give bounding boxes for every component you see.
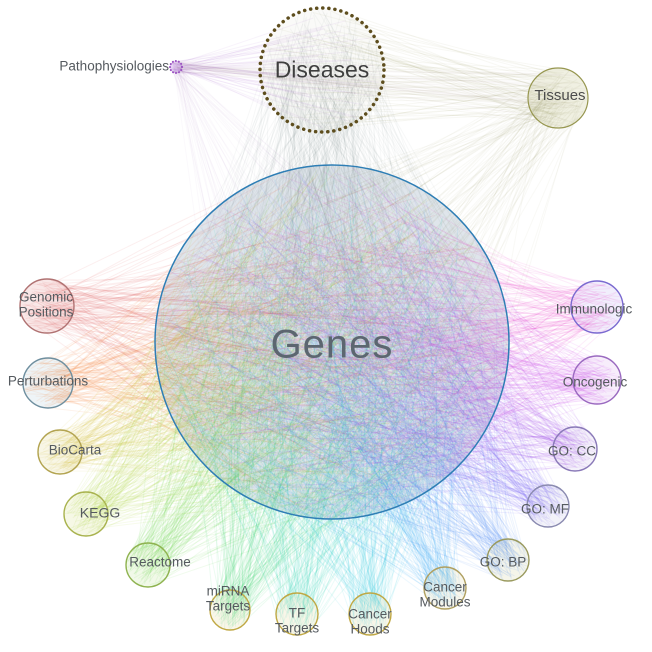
edge-bundle-kegg-genes: [64, 170, 492, 536]
edge-bundle-genomic_positions-genes: [21, 179, 491, 509]
node-circle-biocarta[interactable]: [37, 429, 83, 475]
node-circle-reactome[interactable]: [125, 542, 171, 588]
node-fill-cancer_modules: [424, 567, 466, 609]
edge-bundle-pathophysiologies-diseases: [170, 17, 379, 129]
node-fill-diseases: [260, 8, 384, 132]
node-circle-immunologic[interactable]: [570, 280, 624, 334]
edge-bundle-tissues-genes: [162, 70, 589, 497]
node-circle-cancer_hoods[interactable]: [348, 592, 392, 636]
node-circle-tf_targets[interactable]: [275, 592, 319, 636]
edge-bundle-immunologic-genes: [163, 170, 623, 520]
edge-bundle-diseases-genes: [158, 8, 500, 510]
node-circle-genes[interactable]: [154, 164, 510, 520]
node-circle-diseases[interactable]: [258, 6, 386, 134]
node-circle-kegg[interactable]: [63, 491, 109, 537]
node-fill-reactome: [126, 543, 170, 587]
node-fill-kegg: [64, 492, 108, 536]
node-fill-go_cc: [553, 427, 597, 471]
node-circle-perturbations[interactable]: [22, 357, 74, 409]
edge-bundle-pathophysiologies-tissues: [170, 60, 585, 127]
edge-bundle-perturbations-genes: [23, 177, 502, 519]
edge-bundle-pathophysiologies-genes: [171, 60, 482, 518]
node-circle-tissues[interactable]: [527, 67, 589, 129]
node-fill-immunologic: [571, 281, 623, 333]
node-circle-cancer_modules[interactable]: [423, 566, 467, 610]
node-circle-mirna_targets[interactable]: [209, 589, 251, 631]
node-circle-go_bp[interactable]: [486, 538, 530, 582]
node-circle-genomic_positions[interactable]: [19, 278, 75, 334]
node-outlines: [19, 6, 624, 636]
edge-bundle-tf_targets-genes: [156, 182, 490, 634]
node-fill-tissues: [528, 68, 588, 128]
node-fill-biocarta: [38, 430, 82, 474]
edge-bundle-cancer_hoods-genes: [155, 178, 507, 635]
node-fill-perturbations: [23, 358, 73, 408]
node-fill-mirna_targets: [210, 590, 250, 630]
node-fill-genomic_positions: [20, 279, 74, 333]
node-circle-oncogenic[interactable]: [572, 355, 622, 405]
node-fill-pathophysiologies: [170, 61, 182, 73]
edge-bundle-biocarta-genes: [38, 167, 500, 501]
node-fill-go_mf: [527, 485, 569, 527]
node-fill-oncogenic: [573, 356, 621, 404]
node-fill-genes: [155, 165, 509, 519]
edge-lines: [21, 8, 623, 635]
node-fill-tf_targets: [276, 593, 318, 635]
node-circle-pathophysiologies[interactable]: [169, 60, 183, 74]
edge-bundle-reactome-genes: [126, 170, 505, 587]
edge-bundle-oncogenic-genes: [159, 166, 621, 512]
edge-bundle-go_mf-genes: [165, 166, 569, 528]
edge-bundle-go_bp-genes: [157, 175, 530, 581]
edge-bundle-mirna_targets-genes: [178, 165, 497, 630]
edge-bundle-go_cc-genes: [166, 171, 597, 518]
node-fill-cancer_hoods: [349, 593, 391, 635]
node-fill-go_bp: [487, 539, 529, 581]
node-circle-go_cc[interactable]: [552, 426, 598, 472]
edge-bundle-diseases-tissues: [265, 9, 585, 131]
edge-bundle-cancer_modules-genes: [173, 174, 503, 609]
node-circle-go_mf[interactable]: [526, 484, 570, 528]
node-fills: [20, 8, 623, 635]
